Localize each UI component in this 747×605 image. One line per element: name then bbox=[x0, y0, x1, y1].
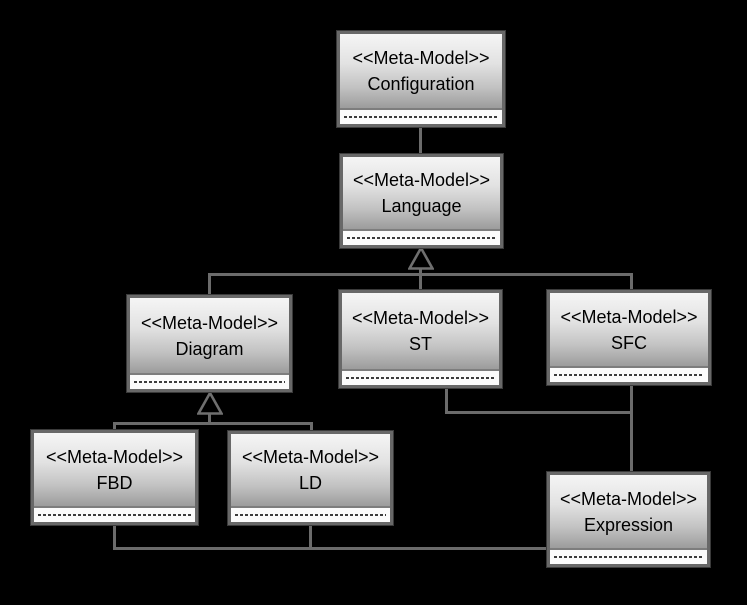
class-name: Diagram bbox=[175, 338, 244, 359]
attributes-compartment bbox=[550, 368, 708, 382]
uml-class-configuration: <<Meta-Model>> Configuration bbox=[337, 31, 505, 127]
class-title: <<Meta-Model>> LD bbox=[231, 434, 390, 508]
stereotype-label: <<Meta-Model>> bbox=[352, 48, 490, 68]
class-name: LD bbox=[298, 473, 322, 493]
uml-class-sfc: <<Meta-Model>> SFC bbox=[547, 290, 711, 385]
class-name: SFC bbox=[611, 332, 647, 353]
stereotype-label: <<Meta-Model>> bbox=[140, 312, 279, 333]
edge-diagram-children-stub bbox=[208, 413, 211, 424]
class-title: <<Meta-Model>> Language bbox=[343, 157, 500, 231]
attributes-compartment bbox=[340, 110, 502, 124]
edge-st-expression-line-horizontal bbox=[445, 411, 633, 414]
class-name: Configuration bbox=[367, 74, 475, 94]
edge-diagram-children-bus bbox=[113, 422, 313, 425]
class-title: <<Meta-Model>> Diagram bbox=[130, 298, 289, 375]
stereotype-label: <<Meta-Model>> bbox=[351, 308, 490, 328]
dashed-separator bbox=[134, 381, 285, 383]
uml-class-diagram: <<Meta-Model>> Diagram bbox=[127, 295, 292, 392]
uml-class-fbd: <<Meta-Model>> FBD bbox=[31, 430, 198, 525]
class-name: Expression bbox=[583, 514, 674, 535]
stereotype-label: <<Meta-Model>> bbox=[241, 447, 380, 467]
attributes-compartment bbox=[342, 371, 499, 385]
class-title: <<Meta-Model>> Configuration bbox=[340, 34, 502, 110]
uml-class-language: <<Meta-Model>> Language bbox=[340, 154, 503, 248]
class-name: FBD bbox=[96, 472, 133, 493]
dashed-separator bbox=[347, 237, 496, 239]
uml-class-ld: <<Meta-Model>> LD bbox=[228, 431, 393, 525]
edge-fbd-expression-line-vertical bbox=[113, 523, 116, 550]
dashed-separator bbox=[38, 514, 191, 516]
uml-class-expression: <<Meta-Model>> Expression bbox=[547, 472, 710, 567]
attributes-compartment bbox=[34, 508, 195, 522]
edge-diagram-ld-line bbox=[310, 423, 313, 431]
uml-class-st: <<Meta-Model>> ST bbox=[339, 290, 502, 388]
edge-language-st-line bbox=[419, 274, 422, 290]
generalization-triangle-icon bbox=[197, 391, 223, 415]
edge-diagram-fbd-line bbox=[113, 423, 116, 430]
edge-language-diagram-line bbox=[208, 274, 211, 295]
class-title: <<Meta-Model>> SFC bbox=[550, 293, 708, 368]
class-name: ST bbox=[408, 334, 432, 354]
dashed-separator bbox=[344, 116, 498, 118]
attributes-compartment bbox=[130, 375, 289, 389]
dashed-separator bbox=[554, 374, 704, 376]
class-title: <<Meta-Model>> FBD bbox=[34, 433, 195, 508]
generalization-triangle-icon bbox=[408, 246, 434, 270]
edge-language-sfc-line bbox=[630, 274, 633, 290]
class-title: <<Meta-Model>> Expression bbox=[550, 475, 707, 550]
edge-sfc-expression-line bbox=[630, 383, 633, 472]
class-title: <<Meta-Model>> ST bbox=[342, 293, 499, 371]
dashed-separator bbox=[554, 556, 703, 558]
stereotype-label: <<Meta-Model>> bbox=[45, 446, 184, 467]
dashed-separator bbox=[346, 377, 495, 379]
class-name: Language bbox=[381, 196, 462, 216]
attributes-compartment bbox=[343, 231, 500, 245]
edge-ld-expression-line-vertical bbox=[309, 523, 312, 550]
attributes-compartment bbox=[231, 508, 390, 522]
stereotype-label: <<Meta-Model>> bbox=[352, 170, 491, 190]
dashed-separator bbox=[235, 514, 386, 516]
edge-st-expression-line-vertical bbox=[445, 386, 448, 414]
edge-configuration-language-line bbox=[419, 125, 422, 154]
edge-language-children-stub bbox=[419, 269, 422, 276]
stereotype-label: <<Meta-Model>> bbox=[560, 306, 698, 327]
attributes-compartment bbox=[550, 550, 707, 564]
stereotype-label: <<Meta-Model>> bbox=[559, 488, 698, 509]
edge-fbd-ld-expression-bus bbox=[113, 547, 549, 550]
